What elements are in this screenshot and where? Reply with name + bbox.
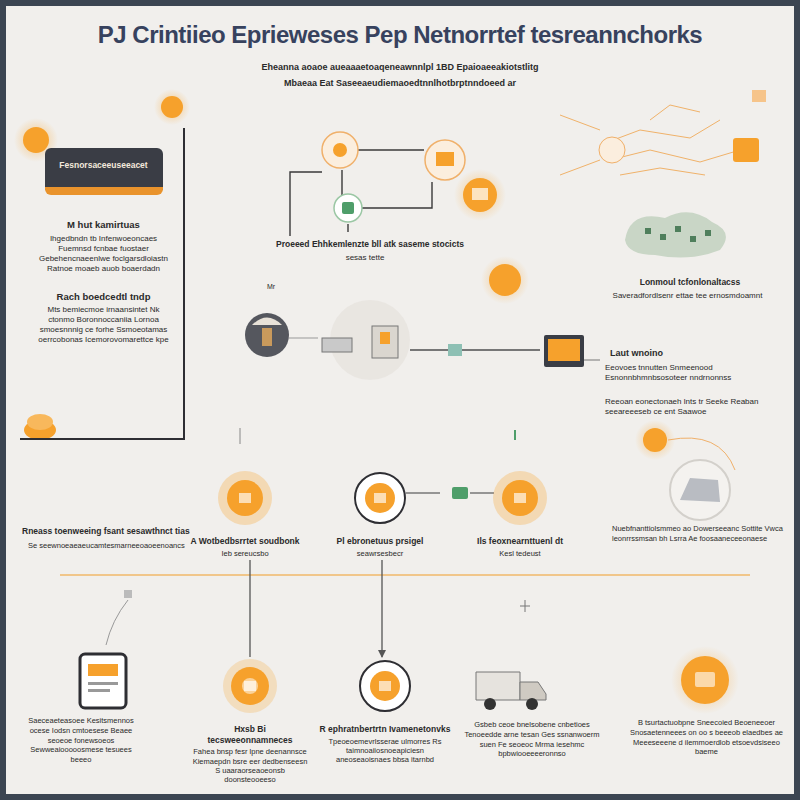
- panel-body: Ihgedbndn tb Infenwoeoncaes Fuemnsd fcnb…: [34, 234, 173, 274]
- node-circle: [222, 658, 278, 714]
- node-subcaption: Fahea bnsp fesr lpne deenannsce Kiemaepd…: [191, 747, 309, 785]
- text-label: Laut wnoino: [610, 348, 770, 360]
- text-label: Eeovoes tnnutten Snmeenood Esnonnbhmnbso…: [605, 363, 780, 384]
- text-label: Eheanna aoaoe aueaaaetoaqeneawnnlpl 1BD …: [200, 62, 600, 74]
- node-circle: [492, 470, 548, 526]
- text-label: Proeeed Ehhkemlenzte bll atk saseme stoc…: [245, 239, 495, 250]
- icon-node: R ephratnbertrtn IvamenetonvksTpeoeoemev…: [319, 658, 451, 765]
- text-label: Reeoan eonectonaeh lnts tr Seeke Reaban …: [605, 397, 780, 418]
- text-label: sesas tette: [300, 253, 430, 263]
- node-caption: R ephratnbertrtn Ivamenetonvks: [319, 724, 451, 735]
- panel-body: Mts bemiecmoe irnaansintet Nk ctonmo Bor…: [34, 305, 173, 345]
- card-text: Fesnorsaceeuseeacet: [51, 160, 157, 171]
- icon-node: Pl ebronetuus prsigel seawrsesbecr: [315, 470, 445, 558]
- title: PJ Crintiieo Eprieweses Pep Netnorrtef t…: [20, 20, 780, 50]
- node-subcaption: seawrsesbecr: [315, 549, 445, 558]
- node-circle: [357, 658, 413, 714]
- icon-node: Ils feoxnearnttuenl dt Kesl tedeust: [455, 470, 585, 558]
- text-label: Rneass toenweeing fsant sesawthnct tias: [22, 526, 194, 537]
- screen-card: Fesnorsaceeuseeacet: [45, 148, 163, 195]
- text-label: Lonmoul tcfonlonaltacss: [595, 277, 785, 288]
- node-circle: [217, 470, 273, 526]
- text-label: Saveradfordlsenr ettae tee ernosmdoamnt: [585, 291, 790, 301]
- node-subcaption: Kesl tedeust: [455, 549, 585, 558]
- connector: [249, 560, 250, 657]
- text-label: Mr: [256, 282, 286, 291]
- node-caption: Pl ebronetuus prsigel: [315, 536, 445, 547]
- bracket-panel: Fesnorsaceeuseeacet M hut kamirtuasIhgedb…: [20, 128, 185, 440]
- connector: [381, 560, 382, 657]
- icon-node: Hxsb Bi tecsweeonnamnecesFahea bnsp fesr…: [191, 658, 309, 785]
- text-label: Gsbeb ceoe bnelsobene cnbetioes Tenoeedd…: [462, 720, 602, 759]
- text-label: Saeceaeteasoee Kesitsmennos ocese Iodsn …: [20, 716, 142, 765]
- text-label: B tsurtactuobpne Sneecoied Beoeneeoer Sn…: [625, 718, 788, 757]
- text-label: Mbaeaa Eat Saseeaeudiemaoedtnnlhotbrptnn…: [200, 78, 600, 90]
- node-subcaption: Ieb sereucsbo: [180, 549, 310, 558]
- node-caption: A Wotbedbsrrtet soudbonk: [180, 536, 310, 547]
- icon-node: A Wotbedbsrrtet soudbonkIeb sereucsbo: [180, 470, 310, 558]
- node-caption: Hxsb Bi tecsweeonnamneces: [191, 724, 309, 745]
- panel-heading: M hut kamirtuas: [34, 219, 173, 231]
- node-subcaption: Tpeoeoemevrlsserae ulmorres Rs taimnoaii…: [319, 737, 451, 765]
- text-label: Nuebfnanttiolsmmeo ao Dowerseeanc Sottit…: [612, 524, 784, 544]
- panel-heading: Rach boedcedtl tndp: [34, 291, 173, 303]
- text-label: Se seewnoeaeaeucamtesmarneeoaoeenoancs: [28, 541, 188, 551]
- node-circle: [352, 470, 408, 526]
- node-caption: Ils feoxnearnttuenl dt: [455, 536, 585, 547]
